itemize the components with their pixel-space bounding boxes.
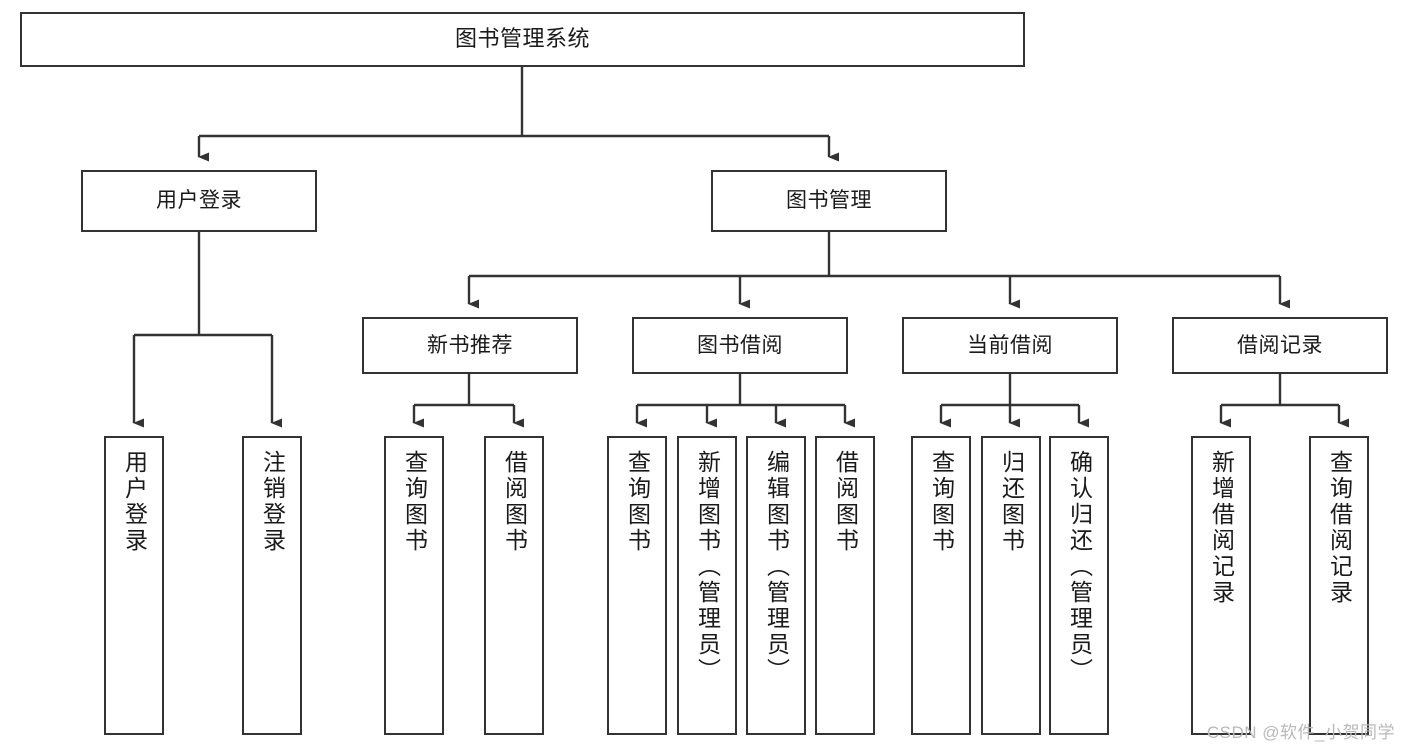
- node-label: 借阅记录: [1237, 333, 1323, 357]
- node-current-borrowing[interactable]: 当前借阅: [902, 317, 1118, 374]
- node-label: 用户登录: [156, 189, 242, 213]
- leaf-new-books-1[interactable]: 借阅图书: [484, 436, 544, 735]
- leaf-current-borrow-2[interactable]: 确认归还（管理员）: [1049, 436, 1109, 735]
- node-label: 查询图书: [401, 450, 428, 554]
- node-label: 图书管理: [786, 189, 872, 213]
- node-label: 图书借阅: [697, 333, 783, 357]
- node-label: 新增图书（管理员）: [694, 450, 721, 684]
- node-label: 注销登录: [259, 450, 286, 554]
- leaf-current-borrow-0[interactable]: 查询图书: [911, 436, 971, 735]
- node-label: 新增借阅记录: [1208, 450, 1235, 606]
- node-book-management[interactable]: 图书管理: [711, 170, 947, 232]
- node-label: 借阅图书: [832, 450, 859, 554]
- node-new-book-recommendation[interactable]: 新书推荐: [362, 317, 578, 374]
- node-label: 借阅图书: [501, 450, 528, 554]
- leaf-borrow-records-0[interactable]: 新增借阅记录: [1191, 436, 1251, 735]
- node-label: 确认归还（管理员）: [1066, 450, 1093, 684]
- leaf-user-login-1[interactable]: 注销登录: [242, 436, 302, 735]
- node-label: 图书管理系统: [454, 26, 590, 52]
- node-user-login[interactable]: 用户登录: [81, 170, 317, 232]
- node-borrowing-records[interactable]: 借阅记录: [1172, 317, 1388, 374]
- leaf-book-borrow-3[interactable]: 借阅图书: [815, 436, 875, 735]
- leaf-book-borrow-1[interactable]: 新增图书（管理员）: [677, 436, 737, 735]
- node-label: 查询图书: [928, 450, 955, 554]
- node-label: 编辑图书（管理员）: [763, 450, 790, 684]
- leaf-borrow-records-1[interactable]: 查询借阅记录: [1309, 436, 1369, 735]
- leaf-book-borrow-0[interactable]: 查询图书: [607, 436, 667, 735]
- leaf-user-login-0[interactable]: 用户登录: [104, 436, 164, 735]
- node-label: 新书推荐: [427, 333, 513, 357]
- node-root-book-management-system[interactable]: 图书管理系统: [20, 12, 1025, 67]
- node-label: 用户登录: [121, 450, 148, 554]
- node-label: 归还图书: [998, 450, 1025, 554]
- node-label: 查询图书: [624, 450, 651, 554]
- node-book-borrowing[interactable]: 图书借阅: [632, 317, 848, 374]
- leaf-new-books-0[interactable]: 查询图书: [384, 436, 444, 735]
- node-label: 查询借阅记录: [1326, 450, 1353, 606]
- node-label: 当前借阅: [967, 333, 1053, 357]
- leaf-current-borrow-1[interactable]: 归还图书: [981, 436, 1041, 735]
- leaf-book-borrow-2[interactable]: 编辑图书（管理员）: [746, 436, 806, 735]
